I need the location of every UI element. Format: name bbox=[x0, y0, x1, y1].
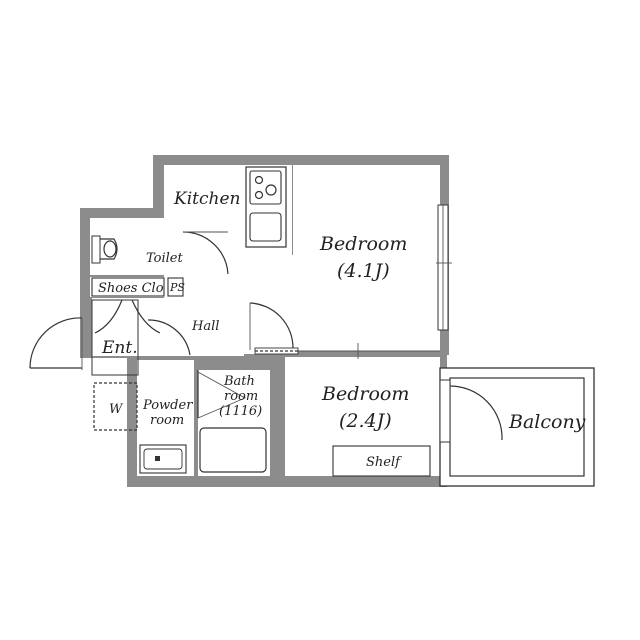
powder-room-label-1: Powder bbox=[142, 398, 193, 413]
powder-room bbox=[93, 382, 187, 474]
bedroom2-size: (2.4J) bbox=[339, 410, 392, 432]
bedroom-divider bbox=[254, 343, 440, 359]
shelf-label: Shelf bbox=[366, 455, 402, 470]
bath bbox=[197, 370, 267, 473]
room-labels: Kitchen Toilet Shoes Clo PS Hall Ent. W … bbox=[98, 189, 586, 470]
bedroom1-name: Bedroom bbox=[319, 233, 407, 255]
bedroom1-window bbox=[436, 204, 452, 331]
bath-label-3: (1116) bbox=[219, 404, 262, 419]
hall-door bbox=[249, 302, 294, 350]
bedroom2-name: Bedroom bbox=[321, 383, 409, 405]
bath-label-2: room bbox=[224, 389, 258, 404]
toilet-label: Toilet bbox=[146, 251, 183, 266]
sink bbox=[249, 212, 282, 242]
ps-label: PS bbox=[169, 281, 185, 294]
entrance-label: Ent. bbox=[101, 338, 138, 358]
toilet-fixture bbox=[91, 231, 229, 275]
kitchen-counter bbox=[245, 166, 287, 248]
balcony-label: Balcony bbox=[508, 411, 586, 433]
shoes-closet-label: Shoes Clo bbox=[98, 281, 164, 296]
kitchen-label: Kitchen bbox=[173, 189, 240, 209]
washer-label: W bbox=[109, 402, 124, 417]
stove bbox=[249, 170, 282, 205]
powder-room-label-2: room bbox=[150, 413, 184, 428]
bedroom2-fixtures bbox=[332, 379, 451, 477]
hall-label: Hall bbox=[191, 319, 219, 334]
bath-label-1: Bath bbox=[223, 374, 255, 389]
entrance bbox=[29, 299, 191, 376]
bedroom1-size: (4.1J) bbox=[337, 260, 390, 282]
shoe-closet bbox=[91, 277, 184, 297]
